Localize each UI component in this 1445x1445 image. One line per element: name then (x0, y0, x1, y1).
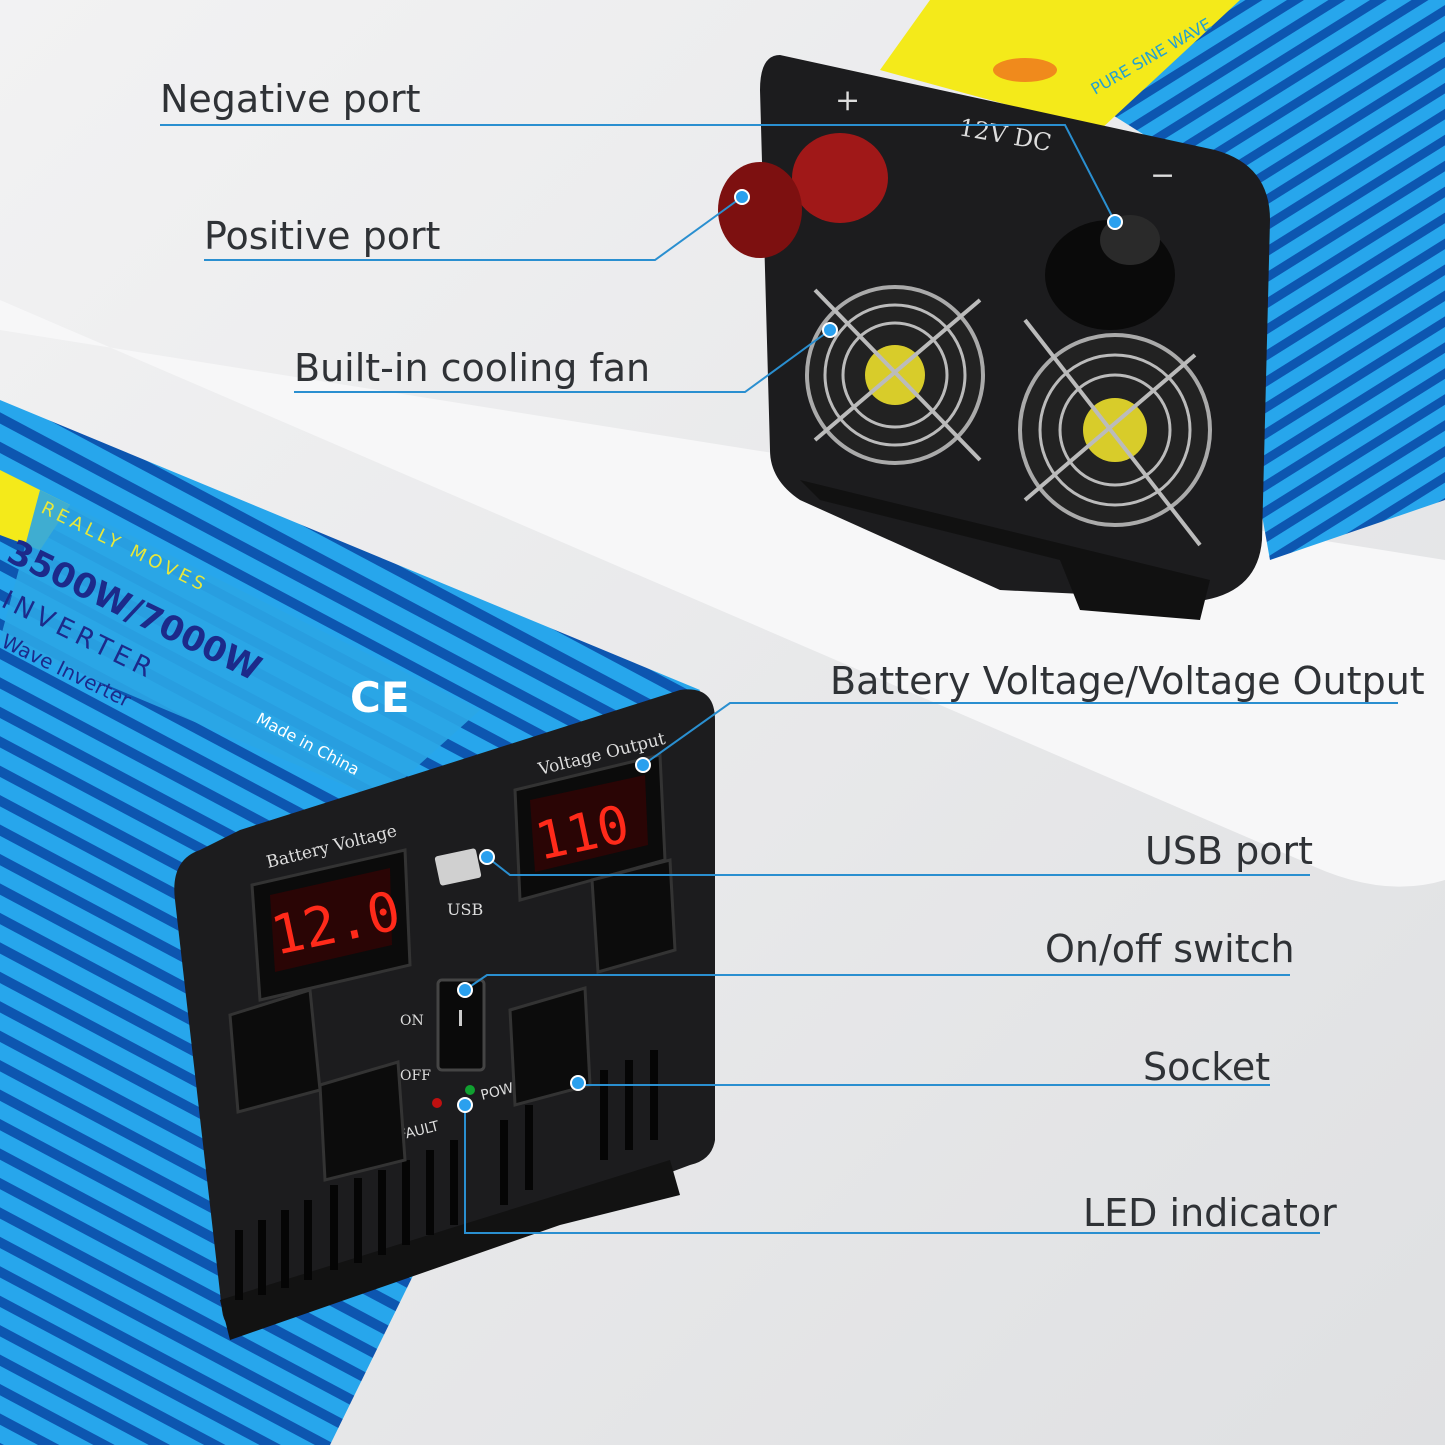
usb-port[interactable] (434, 848, 482, 886)
callout-dots (457, 189, 1123, 1113)
callout-led-indicator: LED indicator (1083, 1191, 1337, 1235)
callout-usb-port: USB port (1145, 829, 1313, 873)
callout-negative-port: Negative port (160, 77, 421, 121)
usb-label: USB (447, 900, 483, 919)
callout-on-off-switch: On/off switch (1045, 927, 1295, 971)
battery-voltage-display: 12.0 (250, 848, 412, 1002)
plus-marking: + (835, 83, 860, 118)
cooling-fan-left (805, 285, 985, 465)
minus-marking: − (1150, 158, 1175, 193)
off-label: OFF (400, 1068, 431, 1084)
cooling-fan-right (1018, 318, 1212, 547)
front-inverter: REALLY MOVES 3500W/7000W INVERTER Wave I… (0, 400, 716, 1445)
ac-socket-2[interactable] (318, 1060, 407, 1182)
fault-led (432, 1098, 442, 1108)
voltage-output-display: 110 (513, 753, 667, 902)
rear-inverter: PURE SINE WAVE + − 12V DC (718, 0, 1445, 620)
callout-positive-port: Positive port (204, 214, 441, 258)
ce-mark: CE (350, 673, 410, 722)
positive-terminal (792, 133, 888, 223)
power-led (465, 1085, 475, 1095)
callout-socket: Socket (1143, 1045, 1271, 1089)
switch-on-mark (459, 1010, 462, 1026)
ac-socket-4[interactable] (590, 858, 677, 974)
callout-cooling-fan: Built-in cooling fan (294, 346, 651, 390)
callout-voltage-displays: Battery Voltage/Voltage Output (830, 659, 1425, 703)
on-label: ON (400, 1013, 424, 1029)
